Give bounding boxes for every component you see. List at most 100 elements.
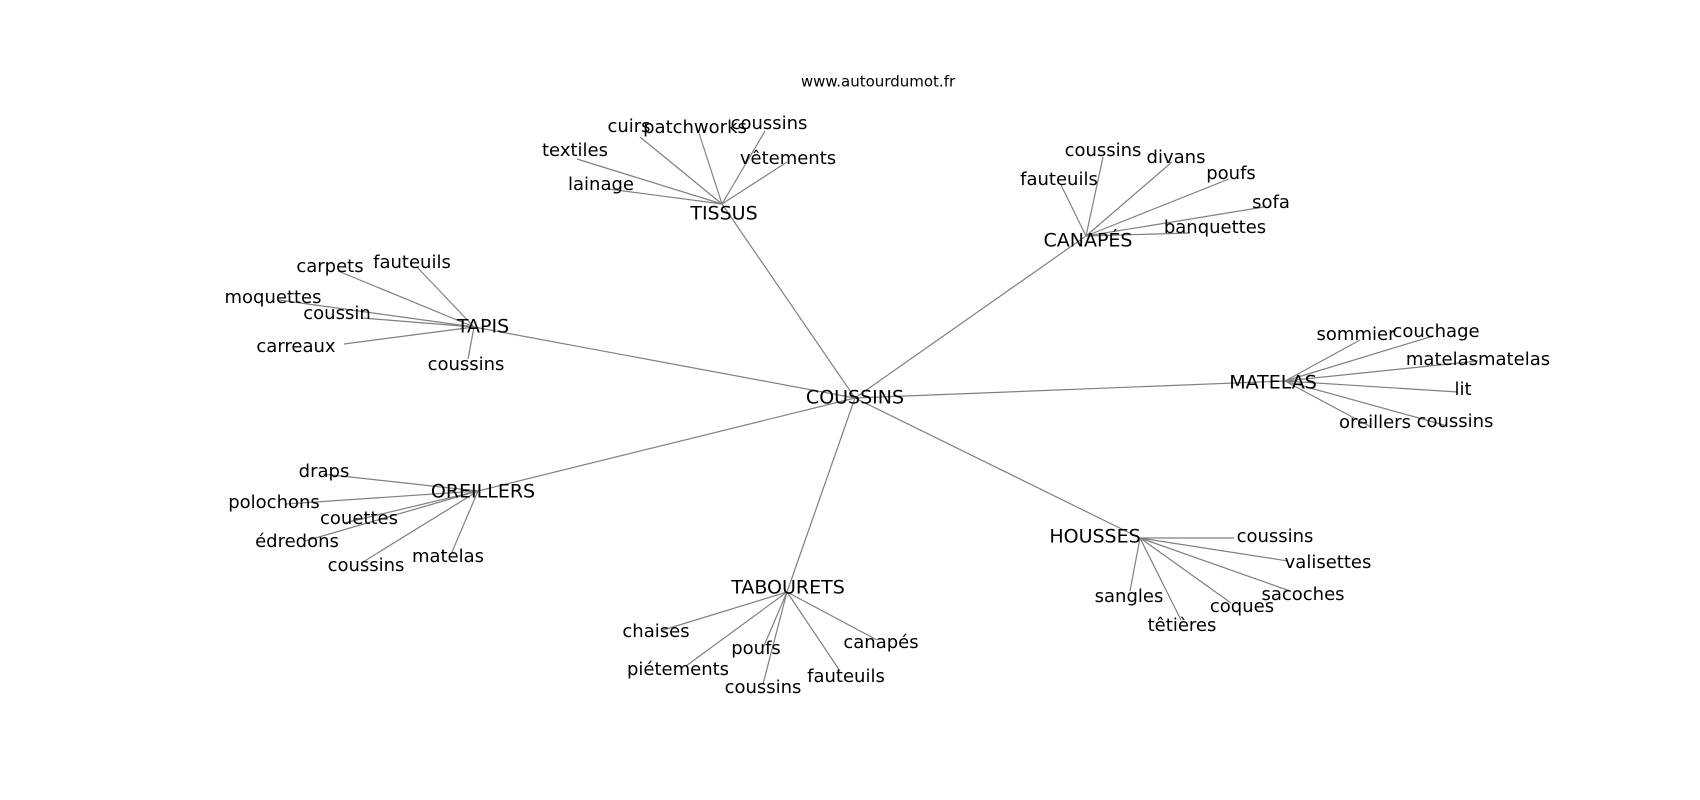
leaf-node-tapis-coussins[interactable]: coussins [428,354,505,375]
leaf-node-housses-sangles[interactable]: sangles [1095,586,1164,607]
edge-tissus-patchworks [698,132,723,205]
edge-tissus-vetements [721,161,788,205]
leaf-node-oreillers-polochons[interactable]: polochons [228,492,320,513]
leaf-node-canapes-sofa[interactable]: sofa [1252,192,1290,213]
leaf-node-canapes-poufs[interactable]: poufs [1206,163,1256,184]
center-node-label[interactable]: COUSSINS [806,387,904,409]
edge-housses-sacoches [1139,537,1291,592]
leaf-node-matelas-sommier[interactable]: sommier [1317,324,1397,345]
edge-matelas-sommier [1284,339,1361,382]
leaf-node-housses-sacoches[interactable]: sacoches [1261,584,1344,605]
leaf-node-canapes-fauteuils[interactable]: fauteuils [1020,169,1098,190]
edge-oreillers-couettes [343,490,479,524]
edge-tabourets-coussins [762,591,788,685]
edge-center-housses [854,397,1141,539]
edge-tissus-coussins [721,130,766,205]
hub-node-canapes[interactable]: CANAPÉS [1044,229,1133,252]
leaf-node-tissus-vetements[interactable]: vêtements [740,148,836,169]
hub-node-oreillers[interactable]: OREILLERS [431,481,535,503]
edge-tabourets-fauteuils [786,591,841,672]
leaf-node-tissus-cuirs[interactable]: cuirs [607,116,650,137]
leaf-node-tabourets-coussins[interactable]: coussins [725,677,802,698]
edge-center-oreillers [477,397,856,492]
leaf-node-oreillers-coussins[interactable]: coussins [328,555,405,576]
edge-canapes-sofa [1085,206,1265,237]
edge-center-tapis [473,326,856,399]
leaf-node-canapes-divans[interactable]: divans [1147,147,1206,168]
hub-node-tabourets[interactable]: TABOURETS [730,577,845,599]
hub-node-tissus[interactable]: TISSUS [689,203,757,225]
leaf-node-tissus-textiles[interactable]: textiles [542,140,608,161]
edge-matelas-matelasmatelas [1284,360,1479,382]
edge-tissus-lainage [608,188,723,205]
leaf-node-canapes-coussins[interactable]: coussins [1065,140,1142,161]
leaf-node-oreillers-couettes[interactable]: couettes [320,508,398,529]
graph-edges [278,130,1479,685]
leaf-node-matelas-lit[interactable]: lit [1454,379,1471,400]
edge-matelas-coussins [1284,380,1445,426]
leaf-node-oreillers-matelas[interactable]: matelas [412,546,484,567]
leaf-node-housses-valisettes[interactable]: valisettes [1285,552,1372,573]
leaf-node-tabourets-poufs[interactable]: poufs [731,638,781,659]
edge-tapis-carreaux [343,326,475,345]
edge-tabourets-poufs [762,591,788,649]
leaf-node-oreillers-edredons[interactable]: édredons [255,531,339,552]
leaf-node-tabourets-fauteuils[interactable]: fauteuils [807,666,885,687]
leaf-node-tabourets-pietements[interactable]: piétements [627,659,729,680]
edge-oreillers-matelas [451,490,479,553]
edge-tapis-carpets [337,270,475,328]
leaf-node-tapis-moquettes[interactable]: moquettes [224,287,321,308]
hub-node-matelas[interactable]: MATELAS [1229,372,1317,394]
leaf-node-matelas-coussins[interactable]: coussins [1417,411,1494,432]
edge-housses-tetieres [1139,537,1182,621]
edge-matelas-lit [1284,380,1459,393]
edge-tabourets-pietements [685,591,788,667]
leaf-node-tissus-patchworks[interactable]: patchworks [643,117,747,138]
hub-node-housses[interactable]: HOUSSES [1049,526,1140,548]
edge-tapis-fauteuils [416,266,475,328]
leaf-node-tabourets-canapes[interactable]: canapés [843,632,918,653]
edge-tissus-textiles [576,158,723,205]
leaf-node-canapes-banquettes[interactable]: banquettes [1164,217,1266,238]
leaf-node-tapis-carreaux[interactable]: carreaux [256,336,336,357]
edge-tissus-cuirs [639,136,723,205]
edge-center-matelas [854,380,1286,399]
leaf-node-matelas-oreillers[interactable]: oreillers [1339,412,1411,433]
edge-oreillers-draps [322,473,479,492]
edge-matelas-oreillers [1284,380,1372,428]
leaf-node-tabourets-chaises[interactable]: chaises [622,621,689,642]
leaf-node-matelas-couchage[interactable]: couchage [1392,321,1479,342]
edge-oreillers-polochons [285,490,479,505]
leaf-node-oreillers-draps[interactable]: draps [299,461,350,482]
edge-housses-sangles [1129,537,1141,592]
hub-node-tapis[interactable]: TAPIS [456,316,509,338]
edge-housses-valisettes [1139,537,1289,562]
edge-canapes-poufs [1085,178,1230,237]
edge-tapis-moquettes [278,299,475,328]
edge-center-canapes [854,235,1087,399]
edge-canapes-coussins [1085,156,1104,237]
leaf-node-housses-coques[interactable]: coques [1210,596,1274,617]
edge-canapes-fauteuils [1060,184,1087,237]
edge-center-tissus [721,203,856,399]
edge-canapes-banquettes [1085,232,1191,237]
leaf-node-tissus-coussins[interactable]: coussins [731,113,808,134]
edge-canapes-divans [1085,161,1173,237]
leaf-node-tapis-fauteuils[interactable]: fauteuils [373,252,451,273]
edge-oreillers-edredons [304,490,479,542]
leaf-node-housses-coussins[interactable]: coussins [1237,526,1314,547]
edge-housses-coques [1139,537,1232,604]
edge-oreillers-coussins [362,490,479,563]
leaf-node-housses-tetieres[interactable]: têtières [1148,615,1217,636]
edge-center-tabourets [786,397,856,593]
edge-tabourets-chaises [662,591,788,631]
graph-labels: www.autourdumot.fr COUSSINS TISSUS textile… [224,73,1550,699]
leaf-node-matelas-matelasmatelas[interactable]: matelasmatelas [1406,349,1550,370]
leaf-node-tissus-lainage[interactable]: lainage [568,174,634,195]
edge-matelas-couchage [1284,335,1434,382]
leaf-node-tapis-coussin[interactable]: coussin [303,303,370,324]
site-url-label: www.autourdumot.fr [801,73,956,91]
leaf-node-tapis-carpets[interactable]: carpets [296,256,363,277]
